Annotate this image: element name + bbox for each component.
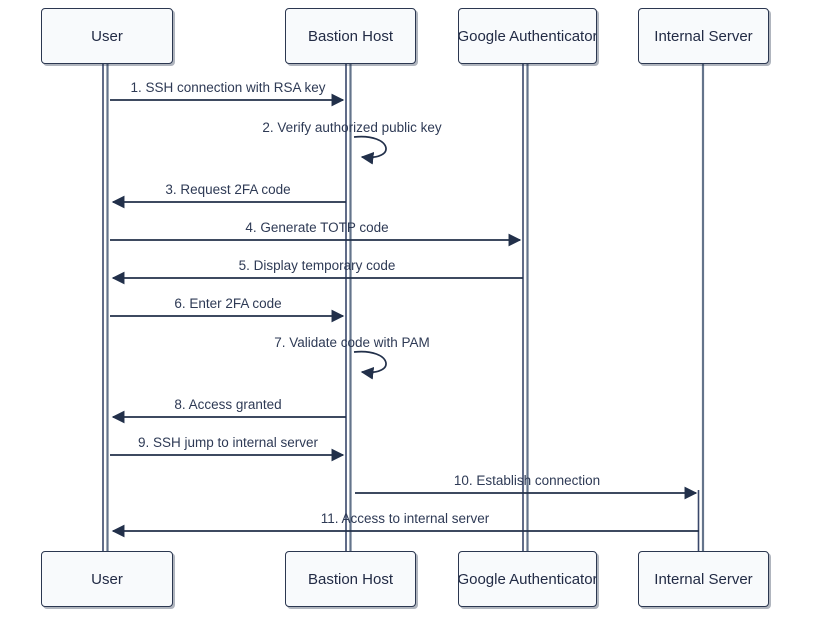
actor-bottom-internal-server: Internal Server xyxy=(638,551,769,607)
message-label-3: 3. Request 2FA code xyxy=(165,182,291,197)
actor-top-bastion-host: Bastion Host xyxy=(285,8,416,64)
message-label-9: 9. SSH jump to internal server xyxy=(137,435,319,450)
actor-top-google-authenticator: Google Authenticator xyxy=(458,8,597,64)
lifeline-google-authenticator xyxy=(522,64,529,552)
message-label-2: 2. Verify authorized public key xyxy=(262,120,442,135)
message-label-6: 6. Enter 2FA code xyxy=(174,296,282,311)
actor-top-user: User xyxy=(41,8,173,64)
message-label-8: 8. Access granted xyxy=(174,397,282,412)
message-label-10: 10. Establish connection xyxy=(453,473,601,488)
actor-bottom-bastion-host: Bastion Host xyxy=(285,551,416,607)
message-label-11: 11. Access to internal server xyxy=(320,511,490,526)
message-arrow-7 xyxy=(353,350,387,380)
message-label-5: 5. Display temporary code xyxy=(238,258,396,273)
lifeline-bastion-host xyxy=(345,64,352,552)
actor-bottom-google-authenticator: Google Authenticator xyxy=(458,551,597,607)
actor-bottom-user: User xyxy=(41,551,173,607)
actor-top-internal-server: Internal Server xyxy=(638,8,769,64)
message-label-4: 4. Generate TOTP code xyxy=(245,220,389,235)
message-label-7: 7. Validate code with PAM xyxy=(274,335,430,350)
message-arrow-2 xyxy=(353,135,387,165)
lifeline-user xyxy=(102,64,109,552)
message-label-1: 1. SSH connection with RSA key xyxy=(130,80,326,95)
lifeline-internal-server xyxy=(697,64,705,552)
